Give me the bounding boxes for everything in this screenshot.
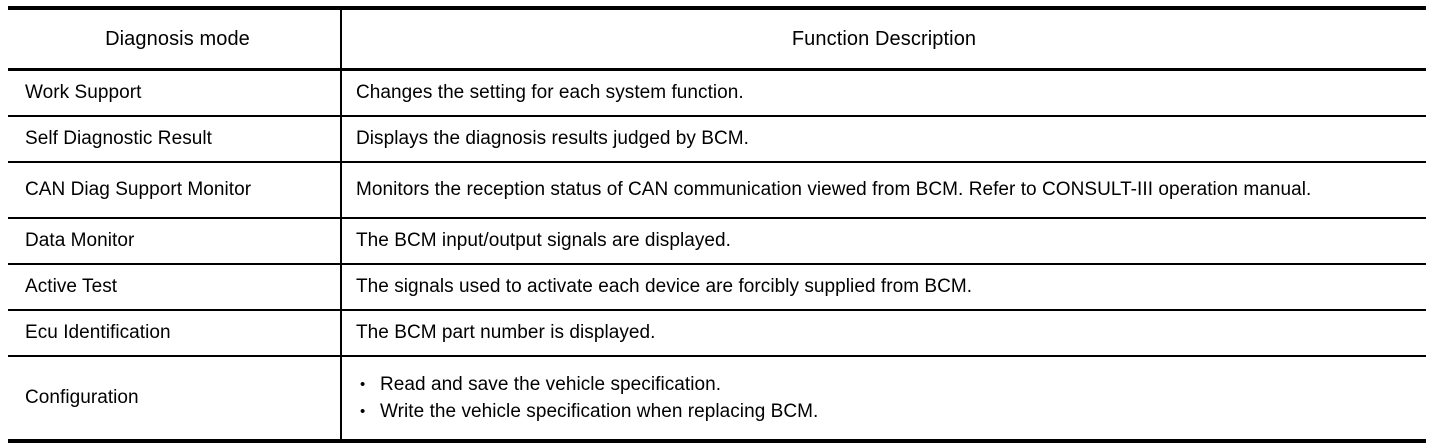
list-item-label: Read and save the vehicle specification.: [380, 374, 722, 395]
table-row: Self Diagnostic Result Displays the diag…: [8, 116, 1426, 163]
table-body: Work Support Changes the setting for eac…: [8, 69, 1426, 443]
cell-diagnosis-mode: Data Monitor: [8, 218, 342, 265]
cell-diagnosis-mode: Active Test: [8, 264, 342, 311]
column-header-function-description: Function Description: [341, 6, 1426, 71]
cell-function-description: Monitors the reception status of CAN com…: [341, 162, 1426, 219]
description-text: Changes the setting for each system func…: [356, 82, 744, 103]
diagnosis-mode-table: Diagnosis mode Function Description Work…: [8, 6, 1426, 443]
description-text: The BCM part number is displayed.: [356, 322, 656, 343]
description-text: The signals used to activate each device…: [356, 276, 973, 297]
description-text: The BCM input/output signals are display…: [356, 230, 731, 251]
cell-function-description: Displays the diagnosis results judged by…: [341, 116, 1426, 163]
cell-diagnosis-mode: Ecu Identification: [8, 310, 342, 357]
table-header-row: Diagnosis mode Function Description: [8, 6, 1426, 71]
description-text: Displays the diagnosis results judged by…: [356, 128, 749, 149]
table-header: Diagnosis mode Function Description: [8, 6, 1426, 71]
table-sheet: Diagnosis mode Function Description Work…: [8, 6, 1426, 443]
cell-diagnosis-mode: Configuration: [8, 356, 342, 443]
cell-function-description: The signals used to activate each device…: [341, 264, 1426, 311]
table-row: Configuration • Read and save the vehicl…: [8, 356, 1426, 443]
cell-diagnosis-mode: Work Support: [8, 69, 342, 117]
cell-function-description: Changes the setting for each system func…: [341, 69, 1426, 117]
table-row: Work Support Changes the setting for eac…: [8, 69, 1426, 117]
table-row: Ecu Identification The BCM part number i…: [8, 310, 1426, 357]
table-row: Active Test The signals used to activate…: [8, 264, 1426, 311]
cell-diagnosis-mode: Self Diagnostic Result: [8, 116, 342, 163]
bullet-icon: •: [360, 403, 366, 420]
description-text: Monitors the reception status of CAN com…: [356, 179, 1312, 200]
bullet-icon: •: [360, 376, 366, 393]
table-row: Data Monitor The BCM input/output signal…: [8, 218, 1426, 265]
cell-diagnosis-mode: CAN Diag Support Monitor: [8, 162, 342, 219]
table-row: CAN Diag Support Monitor Monitors the re…: [8, 162, 1426, 219]
list-item: • Write the vehicle specification when r…: [356, 398, 1412, 425]
cell-function-description: • Read and save the vehicle specificatio…: [341, 356, 1426, 443]
cell-function-description: The BCM part number is displayed.: [341, 310, 1426, 357]
column-header-diagnosis-mode: Diagnosis mode: [8, 6, 342, 71]
list-item: • Read and save the vehicle specificatio…: [356, 371, 1412, 398]
cell-function-description: The BCM input/output signals are display…: [341, 218, 1426, 265]
bullet-list: • Read and save the vehicle specificatio…: [356, 371, 1412, 425]
list-item-label: Write the vehicle specification when rep…: [380, 401, 819, 422]
